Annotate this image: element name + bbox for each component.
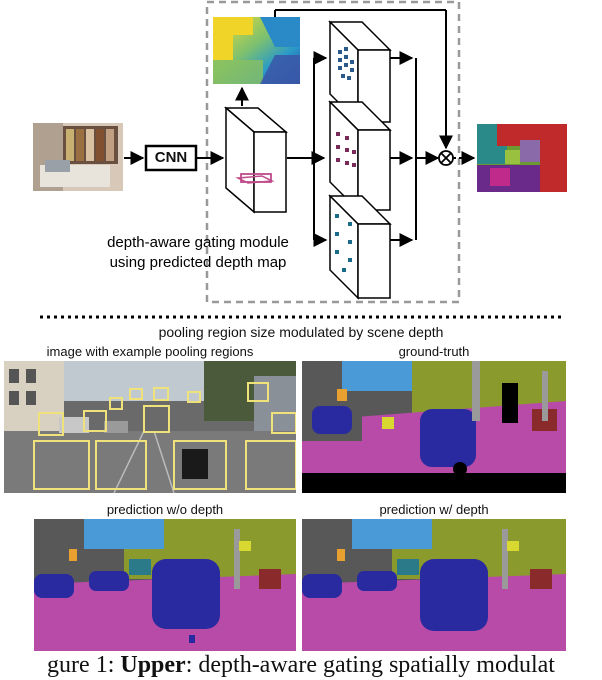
figure-caption-rest: : depth-aware gating spatially modulat	[185, 652, 555, 678]
ground-truth-panel	[302, 361, 566, 493]
panel-caption-pred-wo-depth: prediction w/o depth	[106, 502, 224, 517]
panel-caption-ground-truth: ground-truth	[398, 344, 470, 359]
pooling-cube-small	[328, 20, 392, 124]
prediction-wo-depth-panel	[34, 519, 296, 651]
panel-caption-pred-w-depth: prediction w/ depth	[379, 502, 489, 517]
feature-cube	[223, 106, 289, 214]
module-label-line1: depth-aware gating module	[107, 234, 289, 251]
lower-title: pooling region size modulated by scene d…	[158, 324, 444, 340]
cnn-label: CNN	[154, 149, 188, 166]
upper-diagram: depth-aware gating module using predicte…	[33, 0, 567, 319]
pooling-cube-large	[328, 194, 392, 300]
module-label-line2: using predicted depth map	[110, 254, 287, 271]
figure-caption-bold: Upper	[120, 652, 186, 678]
street-image-panel	[4, 361, 296, 493]
input-image	[33, 123, 123, 191]
figure-caption-prefix: gure 1:	[47, 652, 121, 678]
predicted-depth-map	[213, 17, 300, 84]
pooling-cube-medium	[328, 100, 392, 212]
figure-caption: gure 1: Upper: depth-aware gating spatia…	[0, 652, 602, 679]
gating-module-boundary	[205, 0, 461, 304]
prediction-w-depth-panel	[302, 519, 566, 651]
panel-caption-image: image with example pooling regions	[46, 344, 254, 359]
output-segmentation	[477, 124, 567, 192]
